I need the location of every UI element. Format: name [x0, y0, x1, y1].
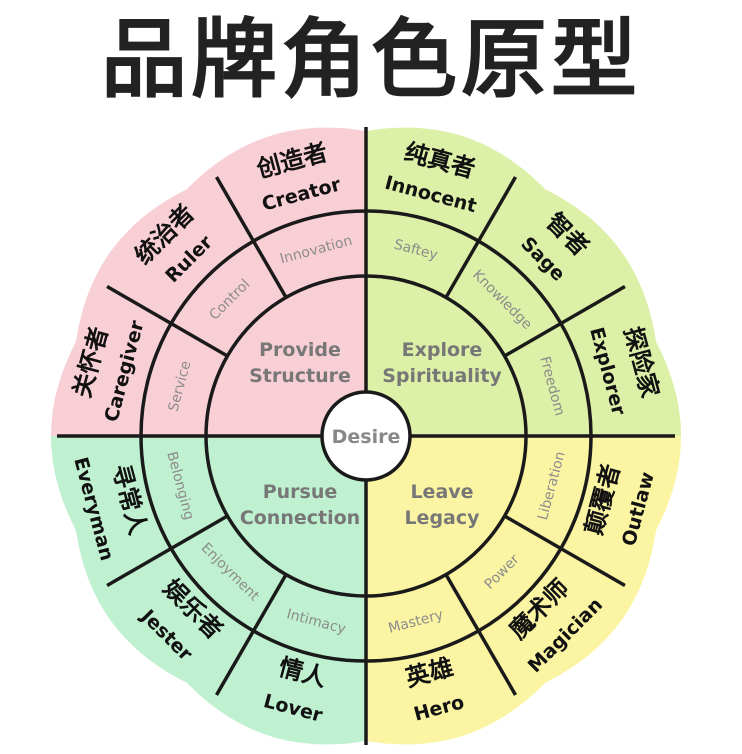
spoke-line [214, 176, 288, 299]
quadrant-legacy [366, 436, 681, 745]
wheel-lines [57, 127, 675, 745]
page-title: 品牌角色原型 [101, 10, 641, 110]
quadrant-label-line1: Explore [402, 339, 483, 361]
spoke-line [503, 514, 626, 588]
spoke-line [214, 573, 288, 696]
spoke-line [106, 514, 229, 588]
spoke-line [444, 573, 518, 696]
quadrant-spirituality [366, 127, 681, 436]
quadrant-backgrounds [51, 127, 681, 745]
quadrant-label-line2: Connection [240, 507, 360, 529]
quadrant-structure [51, 127, 366, 436]
quadrant-label-line1: Provide [259, 339, 341, 361]
spoke-line [106, 284, 229, 358]
desire-circle [320, 390, 412, 482]
quadrant-label-line2: Spirituality [382, 365, 502, 387]
desire-hub: Desire [320, 390, 412, 482]
quadrant-label-line1: Leave [410, 481, 473, 503]
spoke-line [503, 284, 626, 358]
quadrant-connection [51, 436, 366, 745]
quadrant-label-line1: Pursue [263, 481, 338, 503]
quadrant-label-line2: Legacy [404, 507, 480, 529]
spoke-line [444, 176, 518, 299]
desire-label: Desire [332, 426, 401, 448]
quadrant-label-line2: Structure [249, 365, 351, 387]
